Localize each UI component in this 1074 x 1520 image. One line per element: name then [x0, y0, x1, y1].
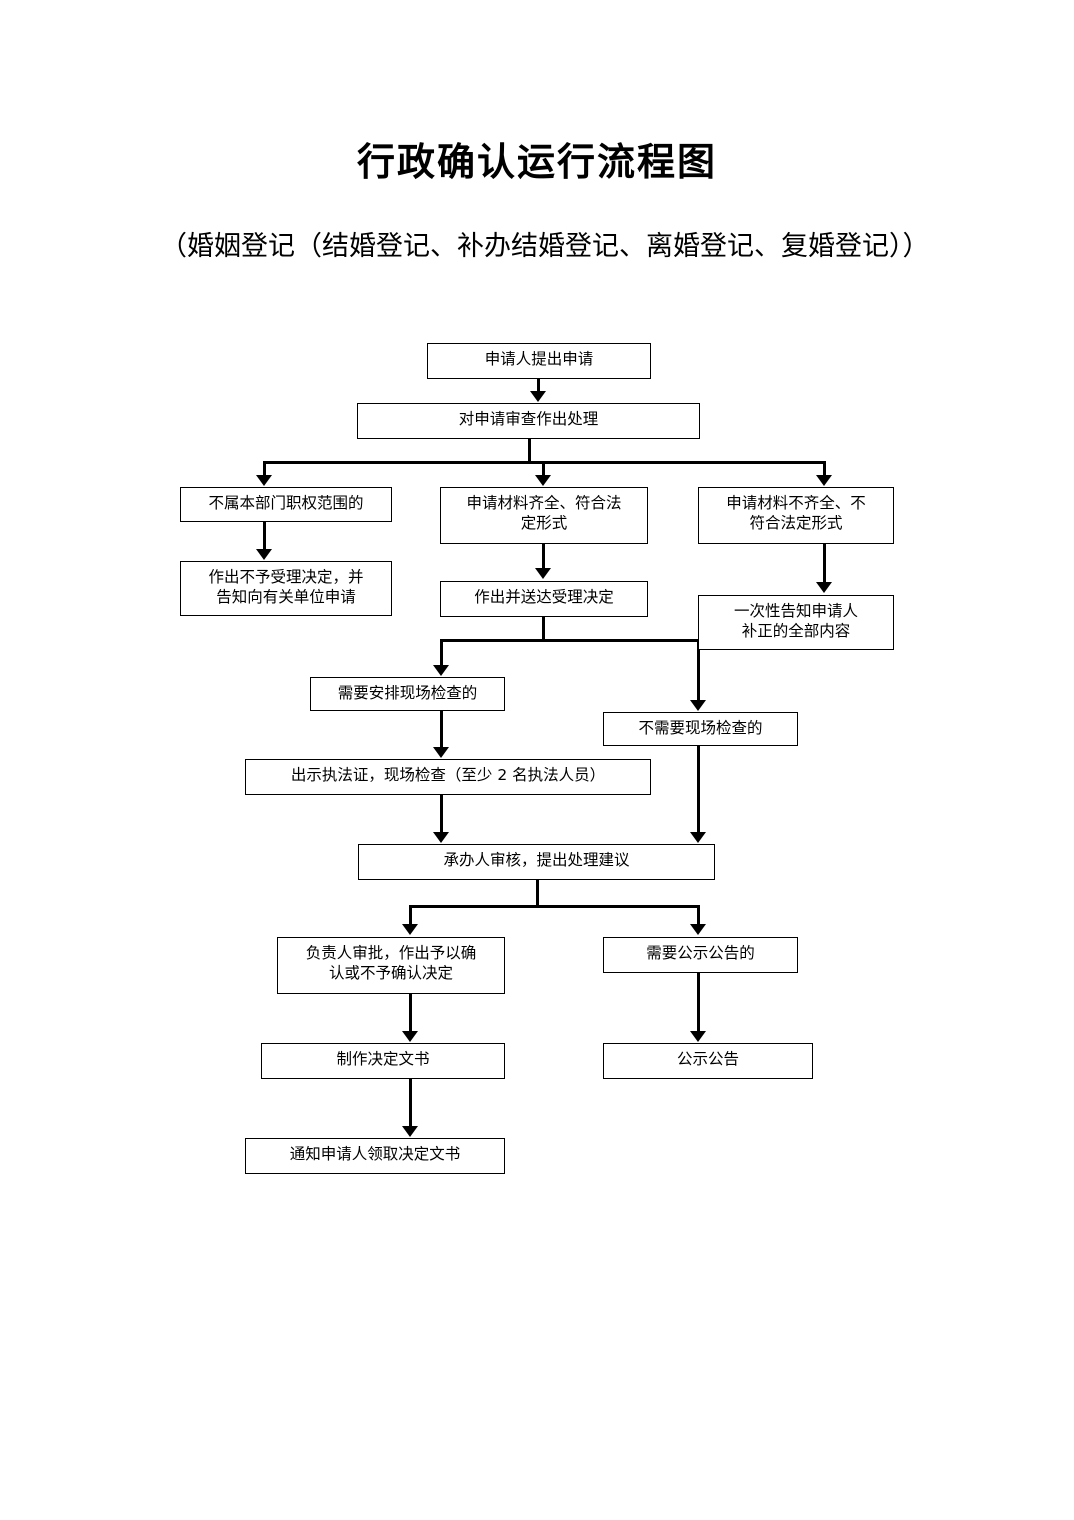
node-prepare-decision-document: 制作决定文书	[261, 1043, 505, 1079]
node-label: 申请材料齐全、符合法 定形式	[466, 494, 622, 532]
edge-n14-n16	[697, 973, 700, 1032]
node-handler-review: 承办人审核，提出处理建议	[358, 844, 715, 880]
node-label: 负责人审批，作出予以确 认或不予确认决定	[305, 944, 477, 982]
arrowhead-n11-n12	[433, 832, 449, 843]
node-label: 申请材料不齐全、不 符合法定形式	[726, 494, 866, 532]
node-label: 出示执法证，现场检查（至少 2 名执法人员）	[290, 766, 606, 784]
edge-n7-n10	[697, 639, 700, 701]
edge-n2-n3	[263, 461, 266, 476]
node-out-of-jurisdiction: 不属本部门职权范围的	[180, 487, 392, 522]
node-reject-and-inform: 作出不予受理决定，并 告知向有关单位申请	[180, 561, 392, 616]
arrowhead-n14-n16	[690, 1031, 706, 1042]
node-label: 公示公告	[676, 1050, 739, 1068]
node-review-application: 对申请审查作出处理	[357, 403, 700, 439]
edge-n12-bus	[409, 905, 699, 908]
node-label: 需要公示公告的	[646, 944, 755, 962]
node-issue-acceptance-decision: 作出并送达受理决定	[440, 581, 648, 617]
edge-n7-bus	[440, 639, 700, 642]
edge-n10-n12	[697, 746, 700, 833]
arrowhead-n7-n9	[433, 665, 449, 676]
node-show-credentials-inspect: 出示执法证，现场检查（至少 2 名执法人员）	[245, 759, 651, 795]
arrowhead-n4-n7	[535, 568, 551, 579]
arrowhead-n2-n4	[535, 475, 551, 486]
arrowhead-n12-n14	[690, 924, 706, 935]
edge-n2-stem	[528, 439, 531, 463]
edge-n7-n9	[440, 639, 443, 666]
node-onsite-inspection-needed: 需要安排现场检查的	[310, 677, 505, 711]
arrowhead-n5-n8	[816, 582, 832, 593]
node-publication-needed: 需要公示公告的	[603, 937, 798, 973]
edge-n3-n6	[263, 522, 266, 550]
edge-n2-n4	[542, 461, 545, 476]
node-onsite-inspection-not-needed: 不需要现场检查的	[603, 712, 798, 746]
arrowhead-n2-n3	[256, 475, 272, 486]
edge-n7-stem	[542, 617, 545, 641]
edge-n12-n14	[697, 905, 700, 925]
arrowhead-n1-n2	[530, 391, 546, 402]
node-label: 对申请审查作出处理	[458, 410, 599, 428]
edge-n5-n8	[823, 544, 826, 583]
arrowhead-n9-n11	[433, 747, 449, 758]
node-label: 不属本部门职权范围的	[208, 494, 364, 512]
node-leader-approval: 负责人审批，作出予以确 认或不予确认决定	[277, 937, 505, 994]
node-label: 承办人审核，提出处理建议	[443, 851, 630, 869]
edge-n12-stem	[536, 880, 539, 907]
edge-n1-n2	[537, 379, 540, 392]
edge-n12-n13	[409, 905, 412, 925]
arrowhead-n7-n10	[690, 700, 706, 711]
node-label: 申请人提出申请	[484, 350, 594, 368]
arrowhead-n15-n17	[402, 1126, 418, 1137]
node-one-time-notice-corrections: 一次性告知申请人 补正的全部内容	[698, 595, 894, 650]
node-publish-announcement: 公示公告	[603, 1043, 813, 1079]
node-label: 作出并送达受理决定	[474, 588, 614, 606]
node-applicant-submits: 申请人提出申请	[427, 343, 651, 379]
edge-n13-n15	[409, 994, 412, 1032]
edge-n15-n17	[409, 1079, 412, 1127]
node-label: 作出不予受理决定，并 告知向有关单位申请	[208, 568, 364, 606]
arrowhead-n2-n5	[816, 475, 832, 486]
node-materials-complete: 申请材料齐全、符合法 定形式	[440, 487, 648, 544]
node-materials-incomplete: 申请材料不齐全、不 符合法定形式	[698, 487, 894, 544]
node-label: 需要安排现场检查的	[337, 684, 478, 702]
arrowhead-n3-n6	[256, 549, 272, 560]
node-notify-applicant-collect: 通知申请人领取决定文书	[245, 1138, 505, 1174]
edge-n2-n5	[823, 461, 826, 476]
page-title: 行政确认运行流程图	[356, 139, 717, 184]
node-label: 一次性告知申请人 补正的全部内容	[733, 602, 858, 640]
edge-n11-n12	[440, 795, 443, 833]
arrowhead-n10-n12	[690, 832, 706, 843]
arrowhead-n13-n15	[402, 1031, 418, 1042]
node-label: 制作决定文书	[336, 1050, 430, 1068]
edge-n4-n7	[542, 544, 545, 569]
arrowhead-n12-n13	[402, 924, 418, 935]
node-label: 不需要现场检查的	[638, 719, 763, 737]
page-subtitle: （婚姻登记（结婚登记、补办结婚登记、离婚登记、复婚登记））	[160, 231, 930, 262]
node-label: 通知申请人领取决定文书	[289, 1145, 461, 1163]
edge-n9-n11	[440, 711, 443, 748]
